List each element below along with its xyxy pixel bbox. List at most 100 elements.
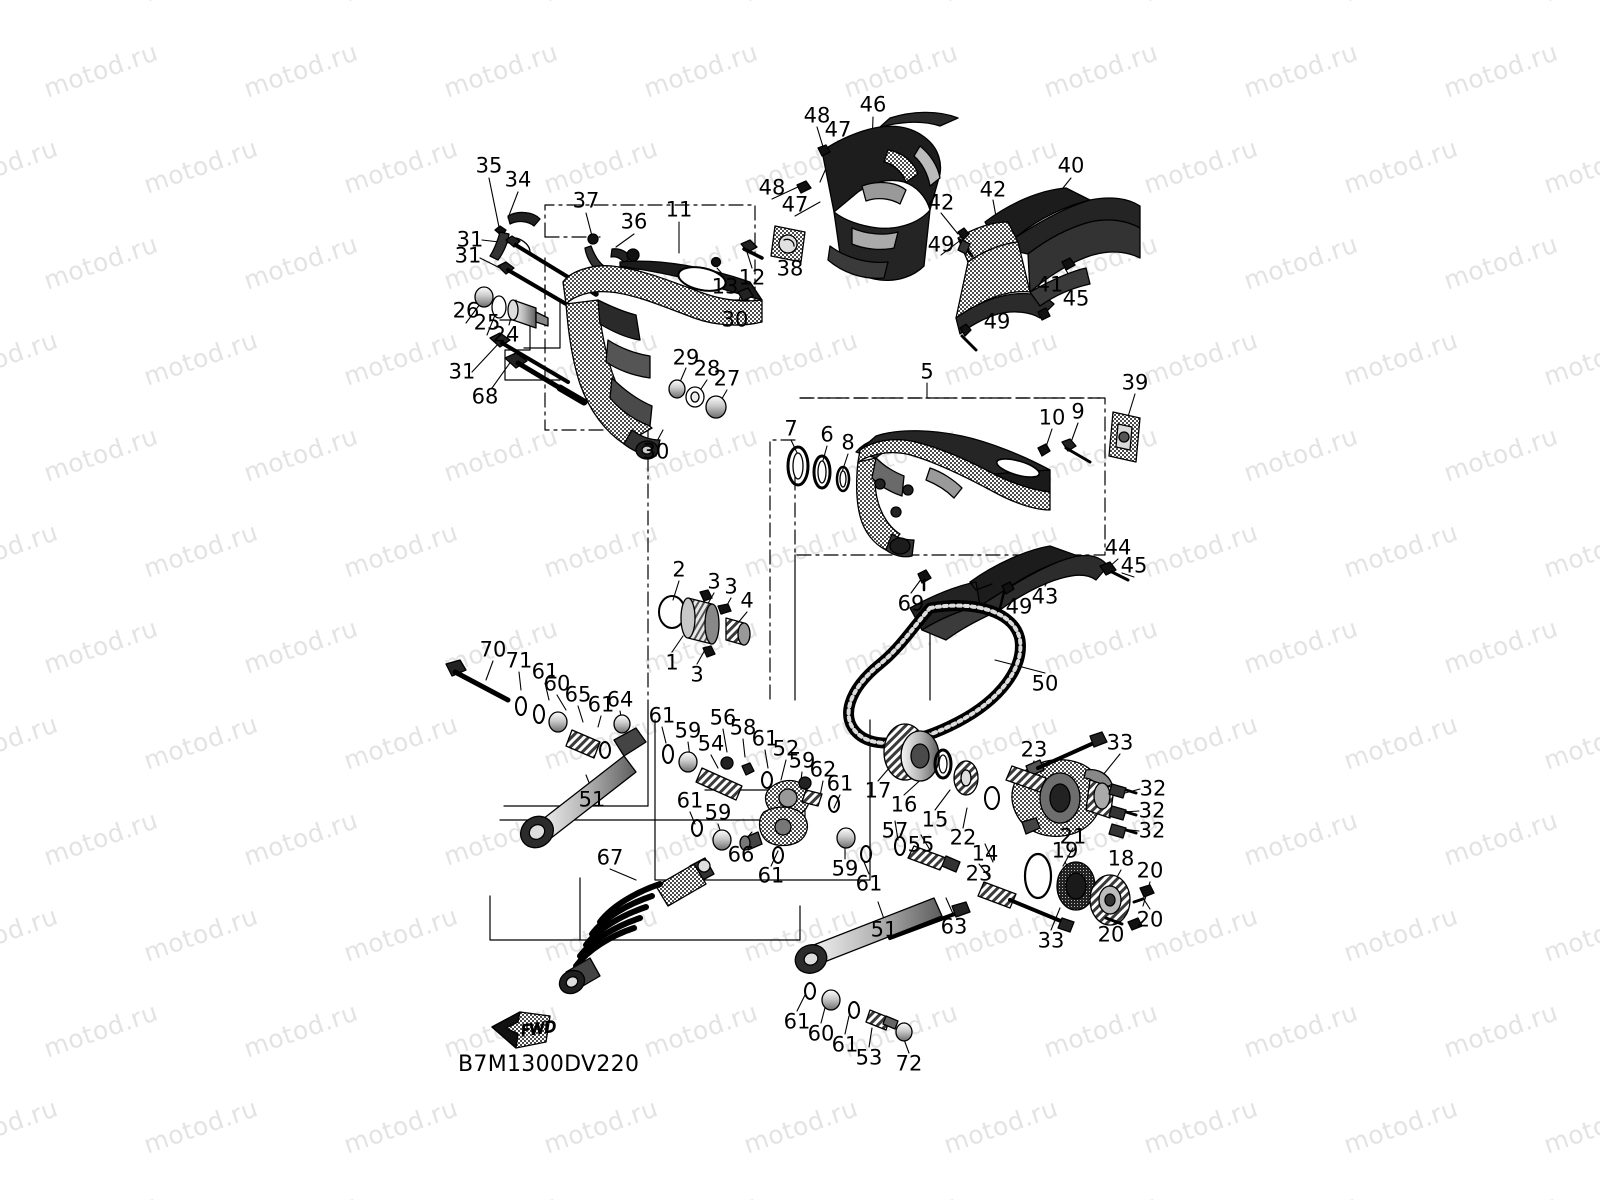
- callout-number: 5: [920, 359, 934, 384]
- callout-number: 36: [620, 209, 648, 234]
- callout-number: 27: [713, 366, 741, 391]
- callout-number: 11: [665, 197, 693, 222]
- callout-number: 60: [543, 671, 571, 696]
- callout-number: 44: [1104, 535, 1132, 560]
- callout-number: 57: [881, 818, 909, 843]
- callout-number: 3: [690, 662, 704, 687]
- callout-number: 54: [697, 731, 725, 756]
- callout-number: 22: [949, 825, 977, 850]
- callout-number: 49: [927, 232, 955, 257]
- callout-number: 24: [492, 322, 520, 347]
- callout-number: 55: [907, 832, 935, 857]
- callout-number: 71: [505, 648, 533, 673]
- callout-number: 10: [1038, 405, 1066, 430]
- callout-number: 17: [864, 778, 892, 803]
- callout-number: 69: [897, 591, 925, 616]
- callout-number: 48: [758, 175, 786, 200]
- callout-number: 3: [724, 574, 738, 599]
- callout-number: 61: [831, 1032, 859, 1057]
- callout-number: 49: [983, 309, 1011, 334]
- callout-number: 50: [1031, 671, 1059, 696]
- callout-number: 48: [803, 103, 831, 128]
- callout-number: 30: [721, 307, 749, 332]
- callout-number: 32: [1139, 776, 1167, 801]
- callout-number: 61: [676, 788, 704, 813]
- callout-number: 4: [740, 588, 754, 613]
- callout-number: 47: [824, 117, 852, 142]
- callout-number: 61: [855, 871, 883, 896]
- callout-number: 59: [674, 718, 702, 743]
- callout-number: 58: [729, 715, 757, 740]
- callout-number: 12: [738, 265, 766, 290]
- callout-number: 31: [456, 227, 484, 252]
- callout-number: 72: [895, 1051, 923, 1076]
- callout-number: 7: [784, 416, 798, 441]
- callout-number: 59: [788, 748, 816, 773]
- callout-number: 63: [940, 914, 968, 939]
- callout-number: 20: [1136, 858, 1164, 883]
- callout-number: 33: [1106, 730, 1134, 755]
- callout-number: 61: [648, 703, 676, 728]
- callout-number: 37: [572, 188, 600, 213]
- callout-number: 61: [783, 1009, 811, 1034]
- callout-number: 59: [831, 856, 859, 881]
- callout-number: 56: [709, 705, 737, 730]
- callout-number: 53: [855, 1045, 883, 1070]
- callout-number: 15: [921, 807, 949, 832]
- callout-number: 45: [1120, 553, 1148, 578]
- callout-number: 35: [475, 153, 503, 178]
- callout-number: 68: [471, 384, 499, 409]
- callout-number: 42: [979, 177, 1007, 202]
- callout-number: 1: [665, 650, 679, 675]
- callout-number: 61: [531, 659, 559, 684]
- callout-number: 20: [1097, 922, 1125, 947]
- callout-number: 40: [1057, 153, 1085, 178]
- callout-number: 31: [454, 243, 482, 268]
- callout-number: 13: [711, 274, 739, 299]
- callout-number: 61: [826, 771, 854, 796]
- callout-number: 18: [1107, 846, 1135, 871]
- callout-number: 16: [890, 792, 918, 817]
- callout-number: 43: [1031, 584, 1059, 609]
- callout-number: 66: [727, 842, 755, 867]
- callout-number: 19: [1051, 838, 1079, 863]
- callout-number: 51: [870, 917, 898, 942]
- callout-number: 23: [1020, 737, 1048, 762]
- callout-number: 2: [672, 557, 686, 582]
- callout-number: 32: [1138, 818, 1166, 843]
- callout-number: 31: [448, 359, 476, 384]
- callout-number: 70: [479, 637, 507, 662]
- callout-number: 42: [927, 190, 955, 215]
- callout-number: 60: [807, 1021, 835, 1046]
- callout-number: 34: [504, 167, 532, 192]
- callout-number: 64: [606, 687, 634, 712]
- callout-number: 6: [820, 422, 834, 447]
- callout-number: 29: [672, 345, 700, 370]
- callout-number: 49: [1005, 594, 1033, 619]
- callout-number: 61: [751, 726, 779, 751]
- callout-number: 65: [564, 682, 592, 707]
- callout-number: 51: [578, 787, 606, 812]
- callout-number: 20: [1136, 907, 1164, 932]
- callout-number: 61: [587, 692, 615, 717]
- callout-number: 23: [965, 861, 993, 886]
- callout-number: 47: [781, 192, 809, 217]
- callout-number: 39: [1121, 370, 1149, 395]
- callout-number: 3: [707, 569, 721, 594]
- diagram-code-label: B7M1300DV220: [458, 1052, 640, 1077]
- svg-text:FWD: FWD: [520, 1017, 557, 1040]
- callout-number: 26: [452, 298, 480, 323]
- callout-number: 45: [1062, 286, 1090, 311]
- callout-number: 28: [693, 356, 721, 381]
- callout-number: 52: [772, 736, 800, 761]
- callout-number: 59: [704, 800, 732, 825]
- callout-number: 61: [757, 863, 785, 888]
- callout-number: 30: [642, 439, 670, 464]
- callout-number: 38: [776, 256, 804, 281]
- callout-number: 67: [596, 845, 624, 870]
- callout-number: 9: [1071, 399, 1085, 424]
- callout-number: 41: [1036, 272, 1064, 297]
